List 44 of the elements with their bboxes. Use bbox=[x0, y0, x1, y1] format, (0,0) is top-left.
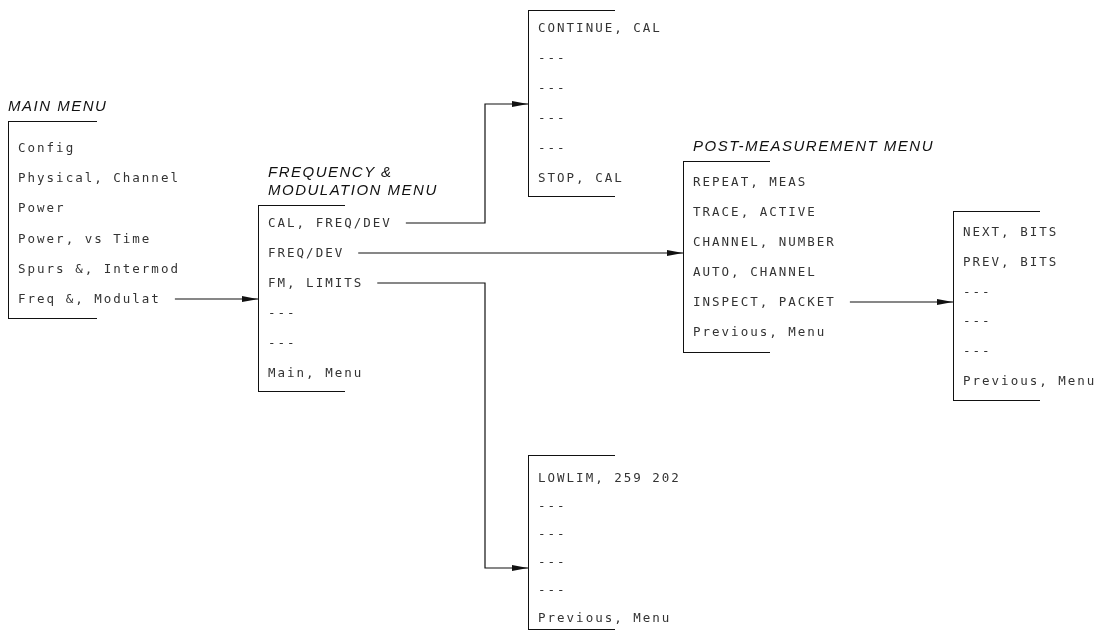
menu-item: --- bbox=[538, 138, 581, 158]
menu-title: POST-MEASUREMENT MENU bbox=[693, 137, 934, 155]
menu-item: --- bbox=[538, 108, 581, 128]
menu-item: CAL, FREQ/DEV bbox=[268, 213, 406, 233]
menu-item: PREV, BITS bbox=[963, 251, 1073, 272]
menu-item: LOWLIM, 259 202 bbox=[538, 468, 695, 488]
menu-item: --- bbox=[963, 341, 1006, 362]
menu-item: --- bbox=[963, 311, 1006, 332]
menu-item: --- bbox=[538, 580, 581, 600]
menu-item: --- bbox=[538, 496, 581, 516]
menu-item: Previous, Menu bbox=[963, 371, 1111, 391]
arrow bbox=[174, 296, 259, 302]
menu-item: --- bbox=[538, 524, 581, 544]
menu-item: --- bbox=[268, 333, 311, 353]
menu-item: --- bbox=[538, 48, 581, 68]
menu-item: Config bbox=[18, 138, 90, 158]
menu-item: Main, Menu bbox=[268, 363, 378, 383]
menu-item: FREQ/DEV bbox=[268, 243, 359, 263]
menu-item: INSPECT, PACKET bbox=[693, 292, 850, 312]
menu-item: --- bbox=[268, 303, 311, 323]
menu-item: NEXT, BITS bbox=[963, 222, 1073, 242]
menu-item: --- bbox=[538, 552, 581, 572]
menu-item: Previous, Menu bbox=[538, 608, 686, 628]
menu-item: FM, LIMITS bbox=[268, 273, 378, 293]
menu-item: Power bbox=[18, 198, 80, 219]
menu-item: Physical, Channel bbox=[18, 168, 194, 189]
menu-title: MAIN MENU bbox=[8, 97, 108, 115]
menu-item: Freq &, Modulat bbox=[18, 289, 175, 309]
menu-item: --- bbox=[538, 78, 581, 98]
menu-title: FREQUENCY & MODULATION MENU bbox=[268, 163, 439, 199]
menu-item: STOP, CAL bbox=[538, 168, 638, 188]
menu-item: Spurs &, Intermod bbox=[18, 258, 194, 279]
menu-item: CHANNEL, NUMBER bbox=[693, 232, 850, 252]
menu-item: Previous, Menu bbox=[693, 322, 841, 342]
menu-item: Power, vs Time bbox=[18, 228, 166, 249]
menu-item: --- bbox=[963, 281, 1006, 302]
menu-item: REPEAT, MEAS bbox=[693, 172, 822, 192]
arrow bbox=[357, 250, 684, 256]
arrow bbox=[405, 101, 529, 224]
menu-item: TRACE, ACTIVE bbox=[693, 202, 831, 222]
arrow bbox=[849, 299, 954, 305]
menu-item: AUTO, CHANNEL bbox=[693, 262, 831, 282]
arrow bbox=[376, 282, 529, 571]
menu-item: CONTINUE, CAL bbox=[538, 18, 676, 38]
